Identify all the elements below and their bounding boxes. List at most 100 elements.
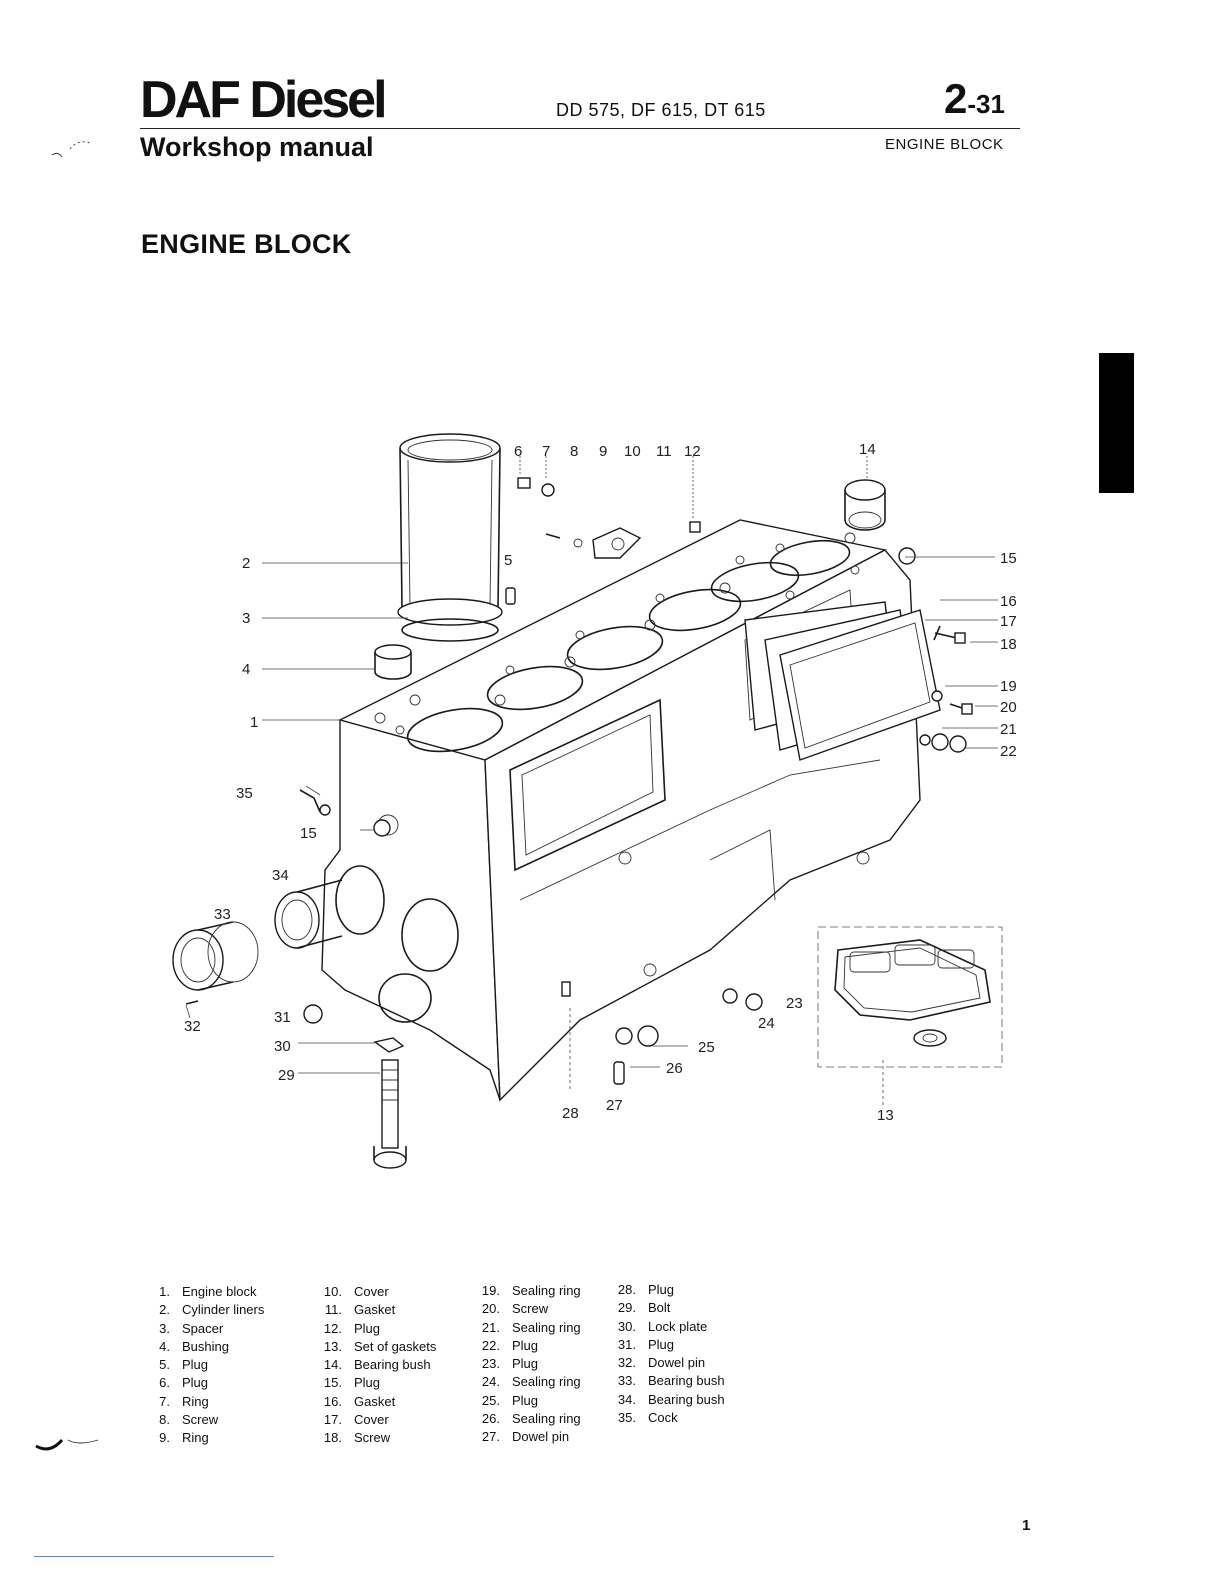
cock-part [299, 789, 321, 813]
callout-14: 14 [859, 441, 876, 458]
legend-item: 4.Bushing [159, 1338, 229, 1354]
engine-block-diagram: 2 3 4 1 5 6 7 8 9 10 11 12 14 15 16 17 1… [172, 433, 1017, 1169]
page-number: 2-31 [944, 78, 1005, 120]
brand-title: DAF Diesel [140, 71, 388, 129]
callout-30: 30 [274, 1038, 291, 1055]
legend-item: 22.Plug [481, 1337, 539, 1353]
plug-12-part [689, 521, 701, 533]
callout-32: 32 [184, 1018, 201, 1035]
legend-column-2: 10.Cover 11.Gasket 12.Plug 13.Set of gas… [320, 1283, 436, 1448]
bearing-bush-33-34-part [172, 879, 343, 991]
callout-26: 26 [666, 1060, 683, 1077]
legend-item: 13.Set of gaskets [323, 1338, 437, 1354]
callout-22: 22 [1000, 743, 1017, 760]
legend-item: 1.Engine block [159, 1284, 257, 1299]
legend-item: 35.Cock [617, 1410, 678, 1426]
gasket-set-13-part [834, 939, 991, 1047]
leader-lines [185, 456, 998, 1105]
scan-mark-top [51, 141, 91, 158]
callout-12: 12 [684, 443, 701, 460]
bottom-scan-line [34, 1556, 274, 1557]
callout-19: 19 [1000, 678, 1017, 695]
callout-23: 23 [786, 995, 803, 1012]
diagram-callouts: 2 3 4 1 5 6 7 8 9 10 11 12 14 15 16 17 1… [184, 441, 1017, 1124]
callout-16: 16 [1000, 593, 1017, 610]
section-name: ENGINE BLOCK [885, 136, 1004, 153]
legend-column-1: 1.Engine block 2.Cylinder liners 3.Space… [148, 1283, 264, 1448]
legend-item: 17.Cover [323, 1412, 389, 1428]
page-heading: ENGINE BLOCK [141, 229, 352, 259]
legend-column-4: 28.Plug 29.Bolt 30.Lock plate 31.Plug 32… [614, 1281, 725, 1427]
legend-item: 18.Screw [323, 1430, 391, 1446]
legend-item: 19.Sealing ring [481, 1283, 581, 1298]
callout-15-right: 15 [1000, 550, 1017, 567]
header-rule [140, 128, 1020, 129]
manual-subtitle: Workshop manual [140, 132, 374, 162]
callout-20: 20 [1000, 699, 1017, 716]
callout-21: 21 [1000, 721, 1017, 738]
callout-5: 5 [504, 552, 512, 569]
callout-6: 6 [514, 443, 522, 460]
legend-item: 21.Sealing ring [481, 1319, 581, 1335]
legend-item: 2.Cylinder liners [159, 1302, 265, 1318]
legend-item: 7.Ring [159, 1393, 209, 1409]
callout-17: 17 [1000, 613, 1017, 630]
callout-13: 13 [877, 1107, 894, 1124]
legend-item: 25.Plug [481, 1392, 539, 1408]
legend-item: 27.Dowel pin [481, 1429, 570, 1445]
cover-10-part [592, 527, 642, 559]
legend-item: 14.Bearing bush [323, 1357, 431, 1373]
legend-item: 11.Gasket [324, 1302, 396, 1318]
legend-item: 31.Plug [617, 1336, 675, 1352]
legend-item: 34.Bearing bush [617, 1391, 725, 1407]
callout-8: 8 [570, 443, 578, 460]
cylinder-liner-part [397, 433, 503, 642]
legend-item: 29.Bolt [617, 1300, 671, 1316]
legend-item: 10.Cover [323, 1284, 389, 1299]
callout-34: 34 [272, 867, 289, 884]
page-number-main: 2 [944, 75, 968, 122]
legend-item: 33.Bearing bush [617, 1373, 725, 1389]
legend-item: 32.Dowel pin [617, 1355, 706, 1371]
bolt-29-part [373, 1059, 407, 1169]
plug-6-part [517, 477, 531, 489]
folio-number: 1 [1022, 1517, 1031, 1534]
callout-18: 18 [1000, 636, 1017, 653]
callout-33: 33 [214, 906, 231, 923]
callout-24: 24 [758, 1015, 775, 1032]
legend-item: 3.Spacer [159, 1320, 224, 1336]
legend-item: 15.Plug [323, 1375, 381, 1391]
legend-column-3: 19.Sealing ring 20.Screw 21.Sealing ring… [478, 1282, 581, 1447]
callout-29: 29 [278, 1067, 295, 1084]
callout-31: 31 [274, 1009, 291, 1026]
callout-28: 28 [562, 1105, 579, 1122]
callout-3: 3 [242, 610, 250, 627]
bearing-bush-14-part [844, 479, 886, 531]
legend-item: 5.Plug [159, 1357, 209, 1373]
legend-item: 16.Gasket [323, 1393, 396, 1409]
legend-item: 28.Plug [617, 1282, 675, 1297]
callout-27: 27 [606, 1097, 623, 1114]
callout-35: 35 [236, 785, 253, 802]
side-cover-part [744, 601, 941, 761]
legend-item: 9.Ring [159, 1430, 209, 1446]
callout-11: 11 [656, 443, 672, 460]
gasket-set-box [817, 926, 1003, 1068]
callout-4: 4 [242, 661, 250, 678]
legend-item: 12.Plug [323, 1320, 381, 1336]
scan-mark-bottom [35, 1438, 99, 1451]
plug-5-part [505, 587, 516, 605]
legend-item: 23.Plug [481, 1356, 539, 1372]
callout-1: 1 [250, 714, 258, 731]
legend-item: 24.Sealing ring [481, 1374, 581, 1390]
callout-15-left: 15 [300, 825, 317, 842]
page-number-sub: -31 [967, 89, 1005, 119]
callout-2: 2 [242, 555, 250, 572]
callout-9: 9 [599, 443, 607, 460]
bushing-part [374, 644, 412, 680]
section-thumb-tab [1099, 353, 1134, 493]
model-list: DD 575, DF 615, DT 615 [556, 100, 766, 120]
callout-10: 10 [624, 443, 641, 460]
legend-item: 8.Screw [159, 1412, 219, 1428]
callout-25: 25 [698, 1039, 715, 1056]
